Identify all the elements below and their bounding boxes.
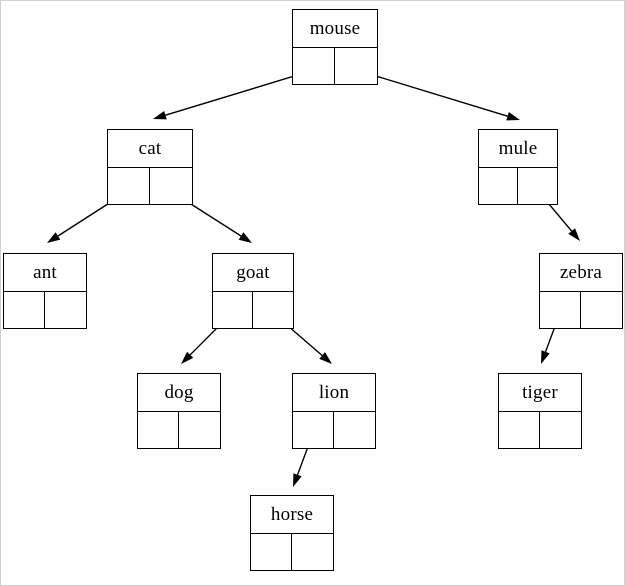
tree-node-dog[interactable]: dog xyxy=(137,373,221,449)
node-right-pointer-cell[interactable] xyxy=(292,534,333,570)
node-pointer-row xyxy=(108,168,192,204)
node-left-pointer-cell[interactable] xyxy=(251,534,292,570)
tree-node-tiger[interactable]: tiger xyxy=(498,373,582,449)
node-pointer-row xyxy=(213,292,293,328)
node-label: tiger xyxy=(499,374,581,412)
node-label: cat xyxy=(108,130,192,168)
node-left-pointer-cell[interactable] xyxy=(540,292,581,328)
node-left-pointer-cell[interactable] xyxy=(499,412,540,448)
node-label: goat xyxy=(213,254,293,292)
node-pointer-row xyxy=(293,412,375,448)
tree-node-zebra[interactable]: zebra xyxy=(539,253,623,329)
tree-edge-mouse-to-cat xyxy=(153,69,315,120)
node-label: ant xyxy=(4,254,86,292)
node-left-pointer-cell[interactable] xyxy=(293,48,335,84)
node-pointer-row xyxy=(499,412,581,448)
node-left-pointer-cell[interactable] xyxy=(213,292,253,328)
node-pointer-row xyxy=(540,292,622,328)
tree-node-mouse[interactable]: mouse xyxy=(292,9,378,85)
node-left-pointer-cell[interactable] xyxy=(293,412,334,448)
node-right-pointer-cell[interactable] xyxy=(179,412,220,448)
node-pointer-row xyxy=(4,292,86,328)
node-right-pointer-cell[interactable] xyxy=(150,168,192,204)
tree-node-mule[interactable]: mule xyxy=(478,129,558,205)
node-right-pointer-cell[interactable] xyxy=(253,292,293,328)
node-label: zebra xyxy=(540,254,622,292)
node-pointer-row xyxy=(479,168,557,204)
node-left-pointer-cell[interactable] xyxy=(4,292,45,328)
tree-node-ant[interactable]: ant xyxy=(3,253,87,329)
tree-node-horse[interactable]: horse xyxy=(250,495,334,571)
node-label: mouse xyxy=(293,10,377,48)
node-label: lion xyxy=(293,374,375,412)
tree-edge-mouse-to-mule xyxy=(352,68,520,121)
node-left-pointer-cell[interactable] xyxy=(108,168,150,204)
node-right-pointer-cell[interactable] xyxy=(45,292,86,328)
node-label: mule xyxy=(479,130,557,168)
node-right-pointer-cell[interactable] xyxy=(334,412,375,448)
node-right-pointer-cell[interactable] xyxy=(540,412,581,448)
node-label: dog xyxy=(138,374,220,412)
tree-node-cat[interactable]: cat xyxy=(107,129,193,205)
node-right-pointer-cell[interactable] xyxy=(581,292,622,328)
node-pointer-row xyxy=(293,48,377,84)
node-right-pointer-cell[interactable] xyxy=(518,168,557,204)
node-left-pointer-cell[interactable] xyxy=(479,168,518,204)
node-left-pointer-cell[interactable] xyxy=(138,412,179,448)
node-label: horse xyxy=(251,496,333,534)
tree-node-goat[interactable]: goat xyxy=(212,253,294,329)
node-right-pointer-cell[interactable] xyxy=(335,48,377,84)
tree-node-lion[interactable]: lion xyxy=(292,373,376,449)
node-pointer-row xyxy=(138,412,220,448)
node-pointer-row xyxy=(251,534,333,570)
